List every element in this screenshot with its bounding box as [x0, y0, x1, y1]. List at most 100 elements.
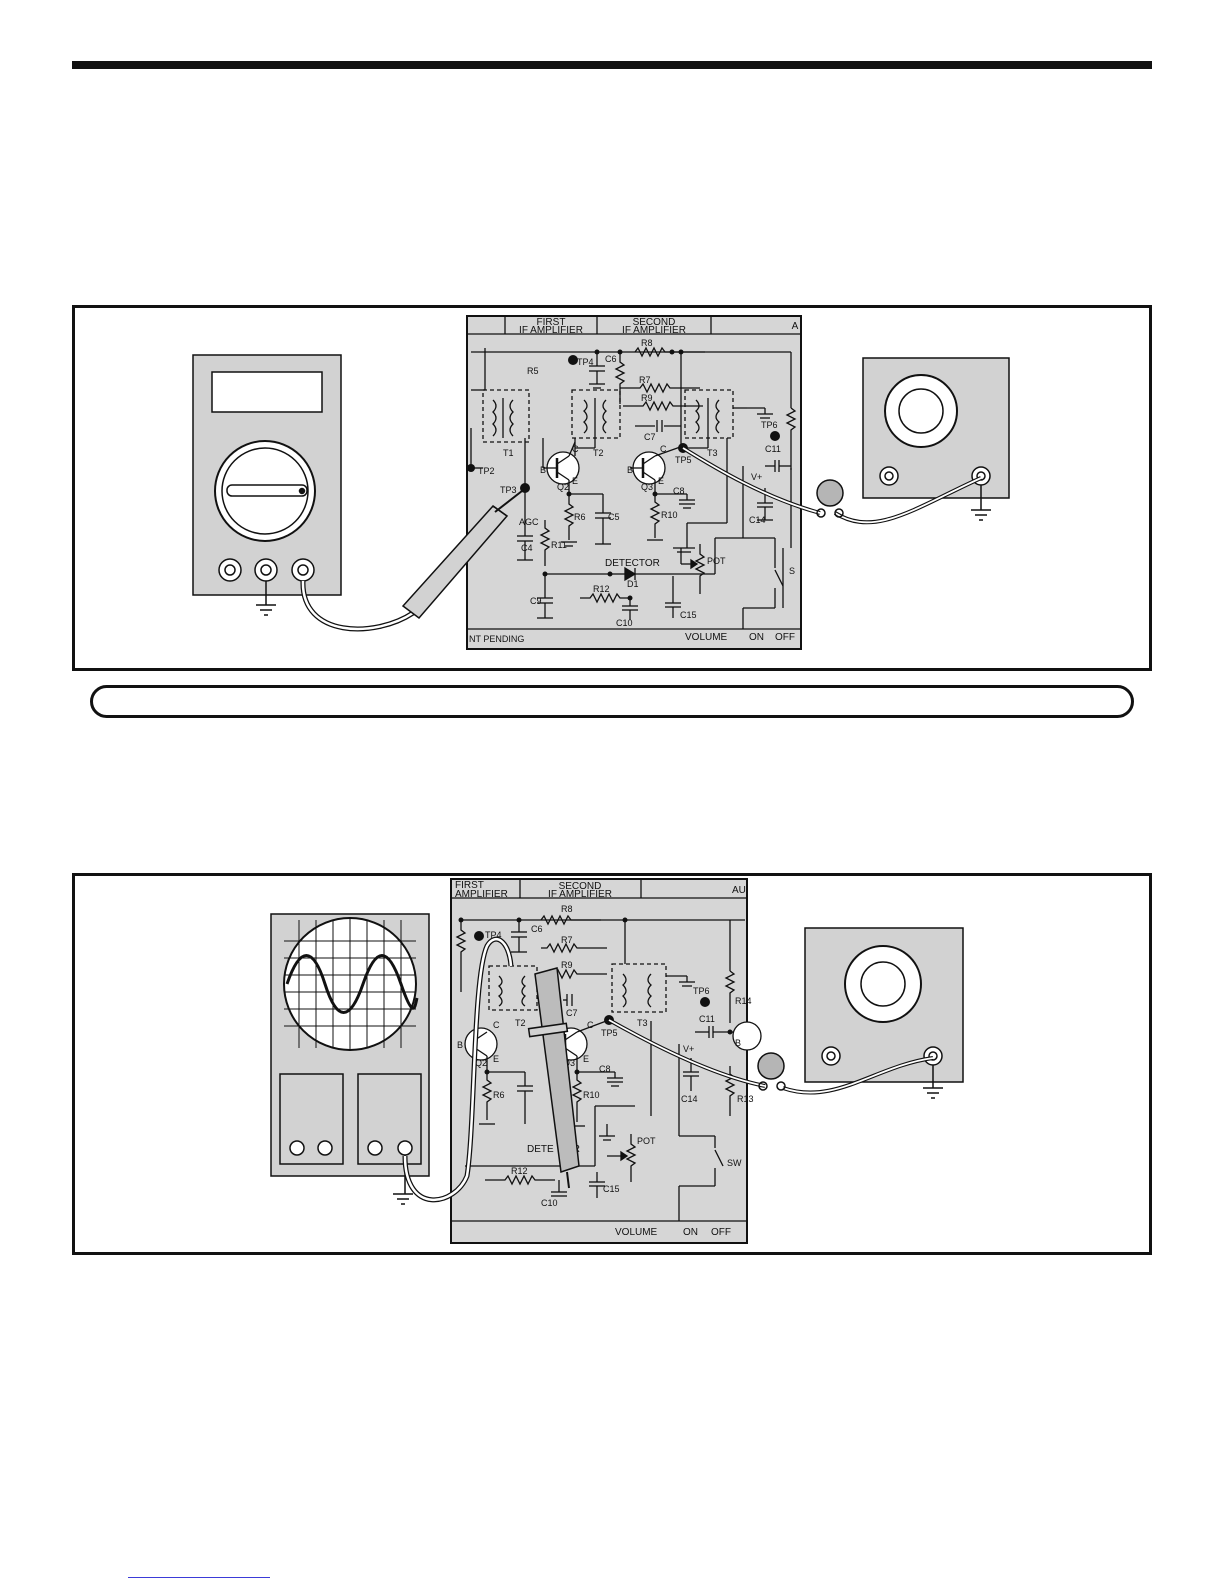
- svg-text:ON: ON: [749, 632, 764, 643]
- potentiometer-b: [625, 1134, 637, 1182]
- svg-text:C14: C14: [681, 1094, 698, 1104]
- svg-text:Q2: Q2: [557, 482, 569, 492]
- header-audio-b: AU: [732, 885, 746, 896]
- svg-text:R8: R8: [641, 338, 653, 348]
- svg-text:T2: T2: [515, 1018, 526, 1028]
- svg-text:C: C: [587, 1020, 594, 1030]
- ground-symbol-scope: [393, 1193, 413, 1205]
- svg-text:TP4: TP4: [485, 930, 502, 940]
- svg-text:R9: R9: [641, 393, 653, 403]
- svg-text:V+: V+: [683, 1044, 694, 1054]
- multimeter: [192, 354, 342, 605]
- resistor-r8: [634, 346, 705, 358]
- svg-text:B: B: [540, 465, 546, 475]
- svg-text:T1: T1: [503, 448, 514, 458]
- svg-text:C6: C6: [531, 924, 543, 934]
- svg-text:AGC: AGC: [519, 517, 539, 527]
- header-if-amplifier-2: IF AMPLIFIER: [622, 325, 686, 336]
- caption-bar: [90, 685, 1134, 718]
- svg-text:POT: POT: [707, 556, 726, 566]
- svg-text:R5: R5: [527, 366, 539, 376]
- generator-dial: [884, 374, 958, 448]
- resistor-r5: [614, 352, 626, 404]
- figure1-drawing: FIRST IF AMPLIFIER SECOND IF AMPLIFIER A…: [192, 315, 1010, 650]
- svg-text:C8: C8: [673, 486, 685, 496]
- svg-text:C10: C10: [541, 1198, 558, 1208]
- svg-text:C: C: [660, 444, 667, 454]
- board-headers: FIRST IF AMPLIFIER SECOND IF AMPLIFIER A: [519, 317, 799, 336]
- resistor-r11: [539, 520, 551, 566]
- svg-text:R13: R13: [737, 1094, 754, 1104]
- test-point-tp3: [520, 483, 530, 493]
- ground-symbol-generator: [971, 509, 991, 521]
- test-point-tp6: [770, 431, 780, 441]
- header-second-b: SECOND: [559, 881, 602, 892]
- svg-text:R6: R6: [493, 1090, 505, 1100]
- header-if-amplifier-1: IF AMPLIFIER: [519, 325, 583, 336]
- footer-link-underline: [128, 1577, 270, 1578]
- svg-text:VOLUME: VOLUME: [615, 1227, 658, 1238]
- ground-symbol: [256, 604, 276, 616]
- svg-text:R11: R11: [551, 540, 567, 550]
- header-first-b: FIRST: [455, 880, 484, 891]
- scope-waveform: [285, 954, 419, 1014]
- svg-text:C6: C6: [605, 354, 617, 364]
- svg-text:C4: C4: [521, 543, 533, 553]
- svg-text:T3: T3: [707, 448, 718, 458]
- svg-text:Q3: Q3: [641, 482, 653, 492]
- generator-dial-b: [844, 945, 922, 1023]
- svg-text:OFF: OFF: [711, 1227, 731, 1238]
- svg-text:R9: R9: [561, 960, 573, 970]
- svg-text:C15: C15: [603, 1184, 620, 1194]
- circuit-board: [466, 315, 802, 650]
- svg-text:TP5: TP5: [675, 455, 692, 465]
- resistor-r8-b: [540, 914, 601, 926]
- svg-text:R10: R10: [661, 510, 678, 520]
- potentiometer: [694, 544, 706, 594]
- header-first: FIRST: [537, 317, 566, 328]
- resistor-r7-b: [541, 942, 607, 954]
- svg-text:VOLUME: VOLUME: [685, 632, 728, 643]
- transformer-t3-b: [611, 963, 667, 1013]
- transformer-t3: [684, 389, 734, 439]
- svg-text:C9: C9: [530, 596, 542, 606]
- svg-text:B: B: [627, 465, 633, 475]
- resistor-r10-b: [571, 1072, 583, 1122]
- svg-text:C7: C7: [644, 432, 656, 442]
- board-headers-2: FIRST AMPLIFIER SECOND IF AMPLIFIER AU: [455, 880, 746, 900]
- svg-text:Q2: Q2: [475, 1058, 487, 1068]
- svg-text:C14: C14: [749, 515, 766, 525]
- transformer-t1: [482, 389, 530, 443]
- meter-jack-1: [218, 558, 242, 582]
- svg-text:C: C: [572, 444, 579, 454]
- generator-output-jack-b: [923, 1046, 943, 1066]
- resistor-r6-b: [481, 1072, 493, 1120]
- scope-panel-left: [279, 1073, 344, 1165]
- resistor-r12: [580, 592, 630, 604]
- coupling-capacitor-2: [757, 1052, 786, 1091]
- svg-text:T3: T3: [637, 1018, 648, 1028]
- svg-text:TP6: TP6: [693, 986, 710, 996]
- svg-text:R7: R7: [561, 935, 573, 945]
- test-point-tp4-b: [474, 931, 484, 941]
- svg-text:C15: C15: [680, 610, 697, 620]
- test-point-tp4: [568, 355, 578, 365]
- meter-jack-3: [291, 558, 315, 582]
- figure-oscilloscope-test: FIRST AMPLIFIER SECOND IF AMPLIFIER AU T…: [72, 873, 1152, 1255]
- meter-probe: [401, 490, 523, 620]
- meter-jack-2: [254, 558, 278, 582]
- svg-text:R7: R7: [639, 375, 651, 385]
- svg-text:C7: C7: [566, 1008, 578, 1018]
- svg-text:C: C: [493, 1020, 500, 1030]
- svg-text:B: B: [457, 1040, 463, 1050]
- svg-text:NT PENDING: NT PENDING: [469, 634, 524, 644]
- svg-text:DETE: DETE: [527, 1144, 554, 1155]
- meter-display: [211, 371, 323, 413]
- resistor-r6: [563, 494, 575, 540]
- figure-multimeter-test: FIRST IF AMPLIFIER SECOND IF AMPLIFIER A…: [72, 305, 1152, 671]
- resistor-r7: [620, 382, 700, 394]
- resistor-r10: [649, 494, 661, 538]
- svg-text:E: E: [572, 476, 578, 486]
- signal-generator: [862, 357, 1010, 510]
- svg-text:C5: C5: [608, 512, 620, 522]
